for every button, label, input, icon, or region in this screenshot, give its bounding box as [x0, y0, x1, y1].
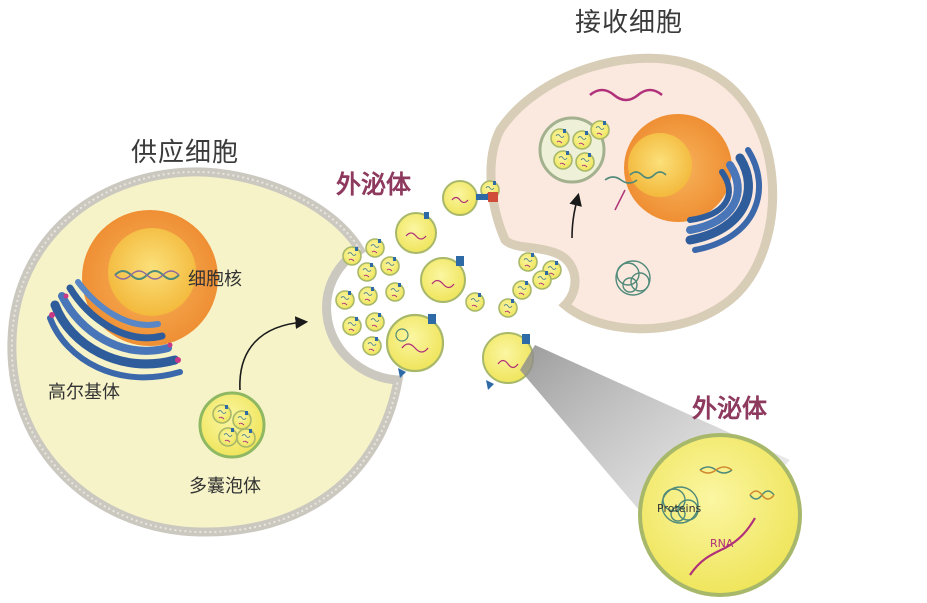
- donor-cell: [7, 167, 404, 537]
- secretion-arrow: [239, 316, 309, 391]
- recipient-nucleus: [624, 114, 732, 222]
- donor-golgi: [47, 279, 183, 381]
- nucleus-label: 细胞核: [188, 269, 242, 290]
- recipient-endosome: [538, 116, 606, 184]
- multivesicular-body: [198, 391, 266, 459]
- recipient-golgi: [685, 147, 763, 253]
- exosome-label-zoom: 外泌体: [692, 394, 768, 423]
- rna-label: RNA: [710, 537, 734, 550]
- recipient-rna: [589, 88, 663, 102]
- exosome-medium-2: [442, 180, 498, 216]
- uptake-arrow: [569, 192, 582, 239]
- recipient-cell-title: 接收细胞: [575, 8, 684, 38]
- exosome-zoom: [638, 433, 802, 597]
- exosome-medium-1: [395, 212, 437, 254]
- zoom-dna-1: [699, 466, 733, 474]
- recipient-cell: [486, 53, 778, 334]
- golgi-label: 高尔基体: [48, 382, 120, 403]
- donor-nucleus: [82, 210, 218, 346]
- exosome-label-top: 外泌体: [336, 170, 412, 199]
- donor-cell-title: 供应细胞: [131, 138, 240, 168]
- recipient-protein-clump: [615, 260, 651, 296]
- exosome-medium-4: [385, 313, 445, 378]
- zoom-rna: [689, 517, 756, 576]
- mvb-label: 多囊泡体: [189, 476, 261, 497]
- zoom-dna-2: [749, 490, 775, 500]
- proteins-label: Proteins: [657, 502, 702, 515]
- exosome-medium-3: [420, 256, 466, 303]
- zoom-proteins: [661, 486, 699, 524]
